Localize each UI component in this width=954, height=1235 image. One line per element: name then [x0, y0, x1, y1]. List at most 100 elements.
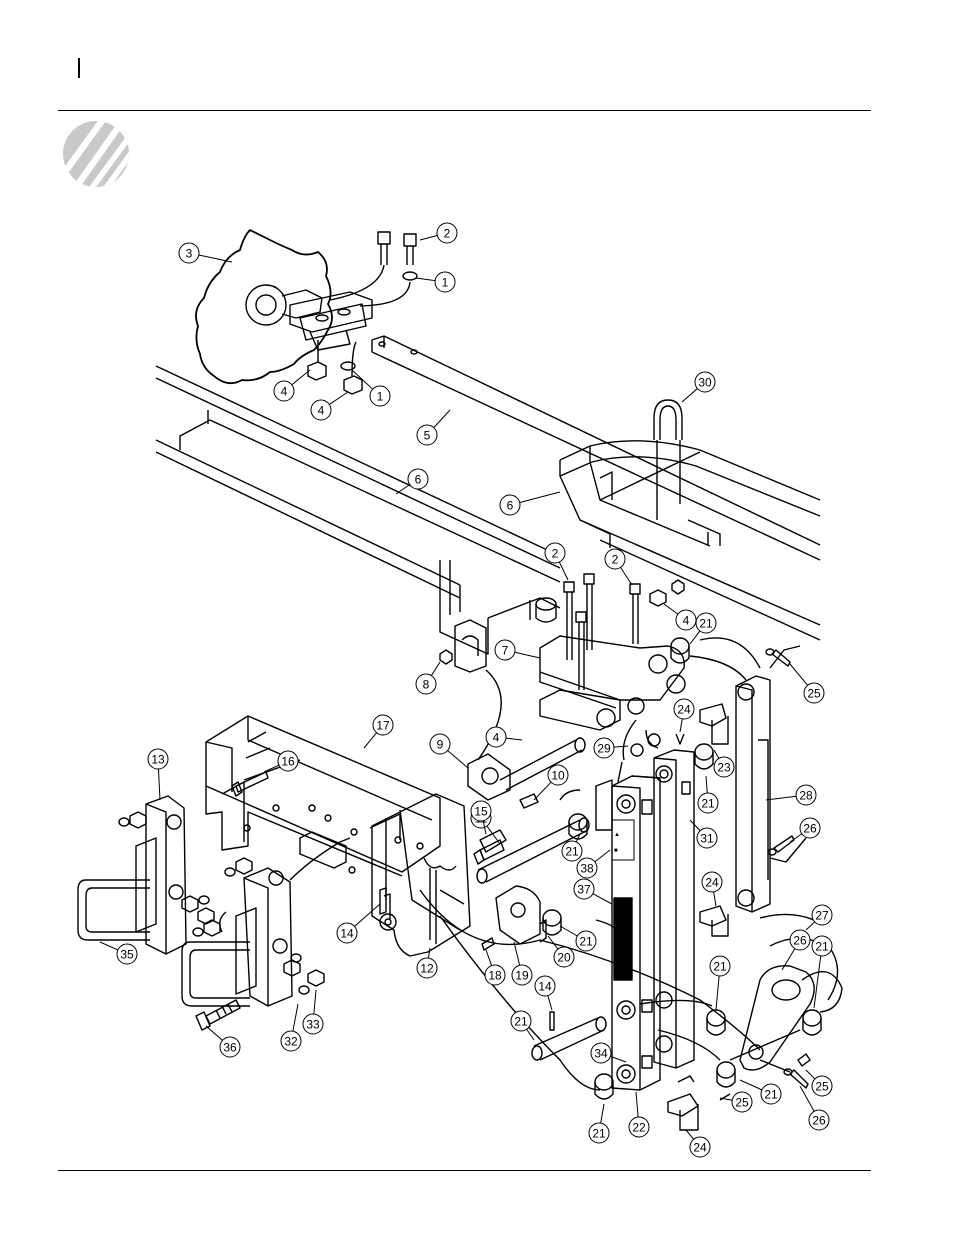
- callout-circle: [511, 964, 533, 986]
- callout-25: 25: [719, 1091, 753, 1113]
- top-bolts: [329, 231, 418, 307]
- callout-number: 26: [812, 1114, 826, 1128]
- callout-number: 21: [565, 845, 579, 859]
- callout-36: 36: [205, 1025, 241, 1058]
- callout-26: 26: [799, 1085, 830, 1131]
- callout-circle: [147, 748, 169, 770]
- parallel-arm-front: ▲ ■: [595, 733, 661, 1091]
- callout-circle: [436, 222, 458, 244]
- svg-text:▲: ▲: [614, 832, 620, 838]
- side-plate-bracket: [371, 793, 471, 957]
- callout-circle: [310, 399, 332, 421]
- callout-circle: [803, 682, 825, 704]
- callout-10: 10: [533, 764, 569, 801]
- callout-number: 13: [151, 753, 165, 767]
- callout-number: 35: [120, 948, 134, 962]
- callout-leader: [519, 491, 561, 503]
- callout-number: 30: [698, 376, 712, 390]
- callout-21: 21: [709, 955, 731, 1011]
- callout-21: 21: [588, 1103, 610, 1144]
- callout-circle: [695, 612, 717, 634]
- callout-leader: [427, 947, 431, 959]
- callout-circle: [415, 673, 437, 695]
- callout-leader: [513, 941, 521, 966]
- callout-number: 19: [515, 969, 529, 983]
- callout-leader: [482, 820, 487, 835]
- callout-number: 17: [376, 719, 390, 733]
- callout-circle: [588, 1122, 610, 1144]
- callout-23: 23: [713, 749, 735, 778]
- callout-leader: [575, 833, 581, 843]
- callout-leader: [765, 795, 797, 801]
- callout-number: 24: [705, 876, 719, 890]
- callout-5: 5: [416, 409, 451, 446]
- header-rule: [58, 110, 871, 111]
- callout-circle: [547, 764, 569, 786]
- callout-circle: [808, 1109, 830, 1131]
- callout-leader: [635, 1091, 639, 1118]
- rear-frame-yoke: [559, 440, 821, 641]
- callout-22: 22: [628, 1091, 650, 1138]
- callout-number: 2: [552, 547, 559, 561]
- callout-number: 25: [815, 1080, 829, 1094]
- clamp-plate-left: [77, 795, 221, 955]
- bolt-37: [195, 999, 241, 1031]
- callout-number: 15: [474, 805, 488, 819]
- callout-number: 1: [442, 276, 449, 290]
- callout-21: 21: [510, 1010, 535, 1041]
- callout-4: 4: [310, 391, 349, 421]
- header-tick: [78, 58, 80, 78]
- callout-8: 8: [415, 661, 441, 695]
- callout-circle: [628, 1116, 650, 1138]
- callout-circle: [534, 975, 556, 997]
- callout-number: 2: [444, 227, 451, 241]
- callout-32: 32: [280, 1003, 302, 1052]
- callout-number: 29: [597, 742, 611, 756]
- callout-number: 28: [799, 789, 813, 803]
- callout-leader: [592, 893, 613, 905]
- callout-circle: [280, 1030, 302, 1052]
- callout-leader: [433, 409, 451, 428]
- callout-circle: [277, 750, 299, 772]
- callout-circle: [434, 271, 456, 293]
- callout-circle: [372, 714, 394, 736]
- arm-tube: [371, 335, 821, 561]
- callout-number: 24: [677, 703, 691, 717]
- callout-24: 24: [701, 871, 723, 907]
- callout-circle: [673, 698, 695, 720]
- callout-number: 6: [507, 499, 514, 513]
- callout-circle: [709, 955, 731, 977]
- callout-number: 26: [803, 822, 817, 836]
- callout-leader: [205, 1025, 223, 1041]
- callout-leader: [689, 819, 701, 832]
- callout-leader: [781, 948, 796, 971]
- callout-2: 2: [604, 548, 633, 586]
- callout-circle: [485, 726, 507, 748]
- callout-leader: [415, 277, 436, 282]
- callout-number: 26: [793, 934, 807, 948]
- callout-leader: [789, 663, 809, 686]
- callout-6: 6: [499, 491, 561, 516]
- callout-leader: [505, 737, 523, 741]
- callout-circle: [573, 878, 595, 900]
- callout-25: 25: [805, 1069, 833, 1097]
- callout-number: 4: [683, 614, 690, 628]
- callout-number: 38: [580, 862, 594, 876]
- callout-21: 21: [561, 833, 583, 862]
- callout-leader: [594, 849, 611, 863]
- callout-leader: [689, 630, 701, 645]
- callout-number: 4: [281, 385, 288, 399]
- callout-number: 36: [223, 1041, 237, 1055]
- callout-6: 6: [395, 468, 429, 495]
- callout-number: 21: [699, 617, 713, 631]
- callout-leader: [99, 941, 119, 951]
- callout-13: 13: [147, 748, 169, 801]
- callout-circle: [116, 943, 138, 965]
- callout-number: 33: [306, 1018, 320, 1032]
- callout-leader: [685, 1129, 695, 1140]
- callout-circle: [811, 904, 833, 926]
- callout-26: 26: [781, 929, 811, 971]
- callout-circle: [416, 957, 438, 979]
- callout-leader: [486, 825, 501, 845]
